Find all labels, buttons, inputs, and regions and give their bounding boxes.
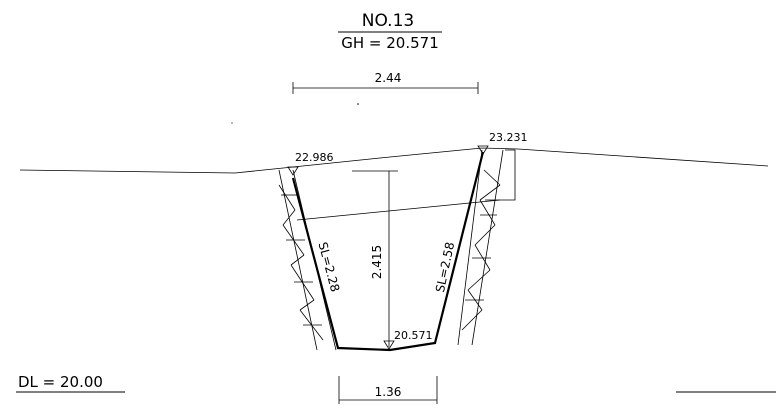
bottom-width-dimension [338, 376, 438, 404]
left-slope-label: SL=2.28 [315, 240, 342, 293]
top-width-value: 2.44 [375, 71, 402, 85]
right-top-marker [477, 145, 489, 155]
speck-mark [357, 103, 359, 105]
right-top-elevation: 23.231 [489, 131, 528, 144]
section-number: NO.13 [362, 11, 414, 31]
left-top-elevation: 22.986 [295, 151, 334, 164]
bottom-width-value: 1.36 [375, 385, 402, 399]
left-top-marker [287, 166, 299, 176]
ground-surface-line [19, 147, 769, 174]
bottom-marker [383, 340, 395, 350]
inner-slant-line [296, 199, 501, 221]
channel-profile [291, 151, 485, 352]
ground-height-label: GH = 20.571 [341, 34, 439, 52]
top-width-dimension [292, 82, 479, 94]
datum-label: DL = 20.00 [18, 373, 103, 391]
right-wall-hatching [457, 149, 504, 346]
depth-value: 2.415 [370, 245, 384, 279]
bottom-elevation: 20.571 [394, 329, 433, 342]
speck-mark [231, 122, 233, 124]
